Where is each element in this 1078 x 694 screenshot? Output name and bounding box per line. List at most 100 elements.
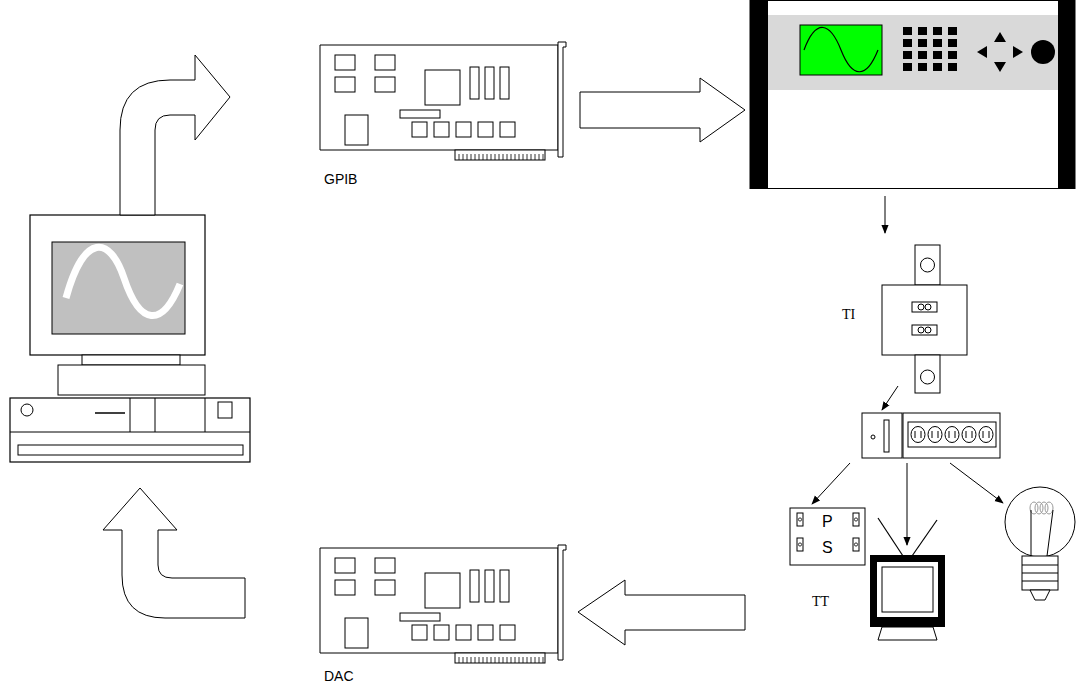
keypad-key <box>933 63 942 71</box>
terminal <box>797 513 803 526</box>
outlet-pin <box>989 431 990 438</box>
computer-icon <box>10 215 250 462</box>
chip <box>500 122 515 137</box>
transformer-group: PSTT <box>790 508 865 614</box>
instrument-screen <box>800 25 882 75</box>
front-slot <box>18 445 243 455</box>
current-transformer <box>882 245 967 393</box>
keypad-key <box>933 27 942 35</box>
voltage-transformer <box>790 508 865 565</box>
connector-pin <box>471 657 472 663</box>
connector-pin <box>511 154 512 160</box>
processor-chip <box>425 70 460 105</box>
keypad-key <box>903 39 912 47</box>
block-arrow <box>578 580 745 645</box>
tv-stand <box>878 627 937 640</box>
television <box>870 518 945 640</box>
connector-pin <box>499 154 500 160</box>
keypad-key <box>918 63 927 71</box>
memory-chip <box>500 570 509 602</box>
terminal <box>853 538 859 551</box>
case-bar <box>1058 0 1075 189</box>
outlet-pin <box>932 431 933 438</box>
chip <box>345 618 368 648</box>
drive-light <box>218 402 232 418</box>
keypad-key <box>933 51 942 59</box>
connector-pin <box>507 154 508 160</box>
chip <box>335 558 355 573</box>
arrow-line <box>812 463 850 504</box>
connector-pin <box>515 657 516 663</box>
chip <box>478 122 493 137</box>
card-board <box>320 45 558 150</box>
memory-chip <box>470 570 479 602</box>
connector-pin <box>503 154 504 160</box>
card-bracket <box>558 42 566 157</box>
sine-wave <box>804 27 878 71</box>
switch-light <box>871 435 875 439</box>
tv-case <box>870 555 945 627</box>
connector-pin <box>475 657 476 663</box>
bay-divider <box>130 398 131 432</box>
arrow-key <box>994 32 1006 42</box>
chip <box>375 77 395 92</box>
bulb-base <box>1022 556 1058 590</box>
chip <box>375 558 395 573</box>
connector-pin <box>495 154 496 160</box>
chip <box>400 110 440 118</box>
antenna <box>878 518 903 556</box>
illustration-group <box>10 0 1075 663</box>
connector-pin <box>467 657 468 663</box>
card-label-group: GPIB <box>320 45 572 190</box>
outlet <box>979 427 993 443</box>
tv-screen <box>877 562 938 617</box>
outlet-pin <box>966 431 967 438</box>
connector-pin <box>483 154 484 160</box>
arrow-line <box>885 196 886 233</box>
terminal <box>912 325 937 335</box>
base-thread <box>1022 565 1058 566</box>
connector-pin <box>519 657 520 663</box>
processor-chip <box>425 573 460 608</box>
desktop-unit <box>10 398 250 462</box>
card-bracket <box>558 545 566 660</box>
outlet-pin <box>921 431 922 438</box>
outlet-pin <box>938 431 939 438</box>
screw <box>798 543 801 546</box>
card-board <box>320 548 558 653</box>
transformer-body <box>882 285 967 355</box>
filament-coil <box>1045 502 1053 514</box>
arrow-key <box>1013 46 1023 58</box>
chip <box>456 122 471 137</box>
switch-box <box>862 413 902 458</box>
outlet-pin <box>972 431 973 438</box>
keypad-key <box>903 27 912 35</box>
terminal <box>912 302 937 312</box>
chip <box>375 580 395 595</box>
monitor-screen <box>52 242 185 334</box>
edge-connector <box>455 150 545 160</box>
chip <box>335 580 355 595</box>
arrow-line <box>907 463 908 545</box>
screw <box>925 327 931 333</box>
connector-pin <box>531 657 532 663</box>
terminal-plate <box>915 355 940 393</box>
screw <box>918 304 924 310</box>
terminal-hole <box>921 258 935 272</box>
connector-pin <box>487 154 488 160</box>
keypad-key <box>918 27 927 35</box>
chip <box>434 122 449 137</box>
monitor-base <box>58 365 205 395</box>
keypad-key <box>948 51 957 59</box>
arrow-key <box>994 62 1006 72</box>
outlet-pin <box>955 431 956 438</box>
screw <box>918 327 924 333</box>
connector-pin <box>527 657 528 663</box>
chip <box>335 55 355 70</box>
chip <box>412 625 427 640</box>
filament-coil <box>1040 502 1048 514</box>
connector-pin <box>479 657 480 663</box>
component-label: TT <box>812 594 829 611</box>
memory-chip <box>485 570 494 602</box>
winding-label: P <box>822 512 833 531</box>
